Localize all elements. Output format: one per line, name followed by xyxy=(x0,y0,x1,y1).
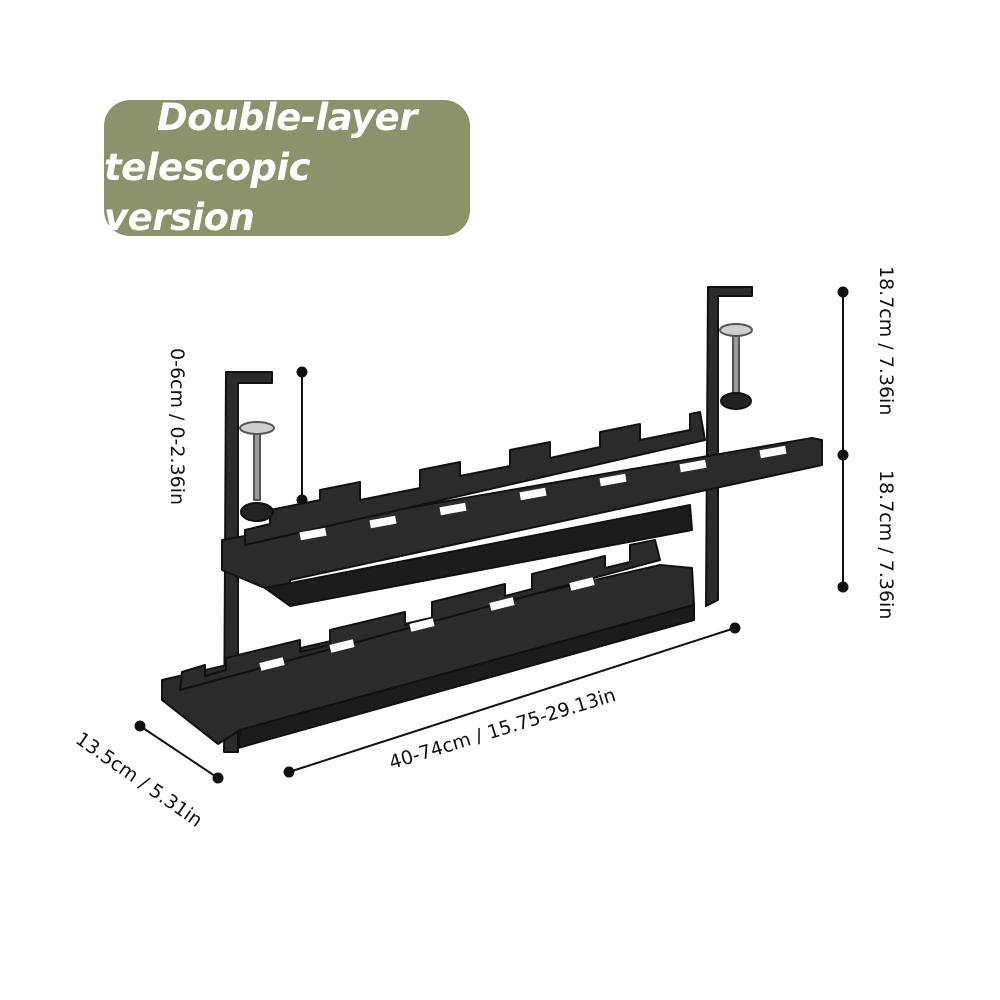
title-line-1: Double-layer xyxy=(156,96,418,139)
layer-height-label: 18.7cm / 7.36in xyxy=(875,470,897,620)
total-height-label: 18.7cm / 7.36in xyxy=(875,266,897,416)
title-badge: Double-layer telescopic version xyxy=(104,96,470,239)
left-clamp xyxy=(239,421,275,522)
title-line-2: telescopic version xyxy=(104,146,311,239)
dimension-lines xyxy=(134,286,849,784)
right-clamp xyxy=(719,323,753,410)
clamp-opening-label: 0-6cm / 0-2.36in xyxy=(166,348,188,506)
cable-tray xyxy=(161,286,823,753)
